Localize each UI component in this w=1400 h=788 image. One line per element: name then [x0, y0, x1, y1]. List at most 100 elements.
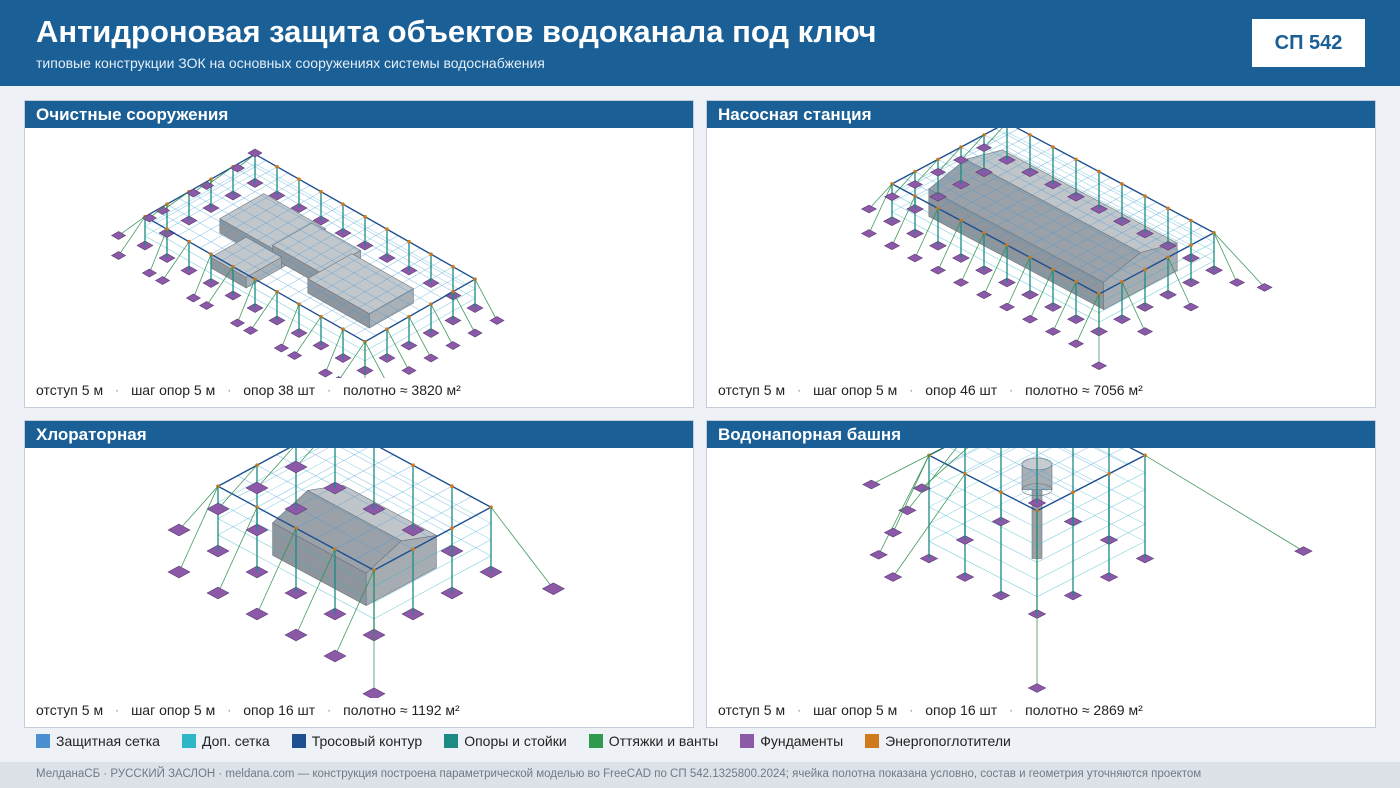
guy-wire [878, 455, 930, 555]
spec-offset: отступ 5 м [718, 382, 786, 398]
foundation-block [1090, 361, 1108, 371]
footer-text: МелданаСБ · РУССКИЙ ЗАСЛОН · meldana.com… [36, 768, 1202, 780]
cable-contour [1015, 128, 1215, 234]
panel-specs: отступ 5 м· шаг опор 5 м· опор 16 шт· по… [718, 702, 1143, 718]
filter-building-roof [307, 253, 415, 314]
net-line [928, 472, 1038, 529]
foundation-block [362, 687, 386, 698]
guy-wire [162, 191, 190, 211]
foundation-block [286, 351, 303, 360]
separator-icon: · [227, 703, 232, 717]
energy-absorber [341, 202, 345, 206]
foundation-block [154, 276, 171, 285]
legend-item: Доп. сетка [181, 733, 270, 749]
foundation-block [273, 343, 290, 353]
foundation-block [423, 353, 439, 363]
energy-absorber [1051, 145, 1055, 149]
foundation-block [929, 265, 947, 275]
energy-absorber [1071, 490, 1075, 495]
foundation-block [883, 192, 901, 202]
separator-icon: · [797, 383, 802, 397]
foundation-block [998, 302, 1016, 312]
energy-absorber [297, 177, 301, 181]
guy-wire [364, 341, 385, 378]
net-line [928, 468, 1038, 525]
net-line [928, 448, 1011, 490]
spec-step: шаг опор 5 м [131, 702, 216, 718]
foundation-block [883, 527, 903, 538]
net-line [1130, 448, 1146, 456]
energy-absorber [1189, 218, 1193, 223]
foundation-block [1228, 278, 1246, 287]
guy-wire [891, 195, 916, 246]
guy-wire [178, 486, 219, 573]
net-line [983, 134, 1192, 246]
energy-absorber [1189, 243, 1193, 247]
foundation-block [975, 290, 993, 300]
guy-wire [1213, 232, 1265, 288]
separator-icon: · [1009, 703, 1014, 717]
separator-icon: · [327, 703, 332, 717]
net-line [1036, 468, 1146, 525]
guy-wire [474, 279, 498, 321]
panel-title: Очистные сооружения [25, 101, 693, 128]
panel-title: Водонапорная башня [707, 421, 1375, 448]
spec-posts: опор 16 шт [925, 702, 998, 718]
net-line [199, 185, 421, 311]
energy-absorber [999, 490, 1003, 495]
spec-area: полотно ≈ 2869 м² [1025, 702, 1143, 718]
cable-contour [1129, 448, 1146, 456]
foundation-block [952, 155, 970, 165]
cable-contour [928, 448, 945, 456]
spec-offset: отступ 5 м [718, 702, 786, 718]
separator-icon: · [327, 383, 332, 397]
net-line [1036, 485, 1146, 542]
foundation-block [167, 565, 191, 579]
separator-icon: · [797, 703, 802, 717]
energy-absorber [1005, 243, 1009, 247]
net-line [1098, 251, 1215, 314]
separator-icon: · [909, 383, 914, 397]
guy-wire [914, 159, 939, 185]
energy-absorber [1143, 453, 1147, 458]
net-line [1036, 472, 1146, 529]
guy-wire [334, 570, 375, 657]
panel-title: Насосная станция [707, 101, 1375, 128]
foundation-block [541, 582, 565, 596]
foundation-block [883, 241, 901, 251]
net-line [928, 506, 1038, 563]
guy-wire [256, 448, 294, 489]
guy-wire [217, 507, 258, 594]
guy-wire [178, 485, 219, 531]
panel-specs: отступ 5 м· шаг опор 5 м· опор 16 шт· по… [36, 702, 460, 718]
legend-swatch [588, 734, 603, 748]
spec-step: шаг опор 5 м [813, 382, 898, 398]
guy-wire [871, 448, 944, 485]
tank-roof [210, 236, 283, 278]
energy-absorber [429, 252, 433, 256]
net-line [1058, 448, 1110, 475]
foundation-block [883, 572, 903, 582]
page-title: Антидроновая защита объектов водоканала … [36, 14, 877, 49]
energy-absorber [363, 214, 367, 219]
foundation-block [1044, 327, 1062, 336]
panel-water-tower: Водонапорная башня отступ 5 м· шаг опор … [706, 420, 1376, 728]
foundation-block [975, 143, 993, 153]
guy-wire [206, 166, 234, 186]
guy-wire [452, 291, 476, 334]
net-line [1098, 241, 1215, 304]
spec-area: полотно ≈ 7056 м² [1025, 382, 1143, 398]
energy-absorber [411, 463, 415, 467]
foundation-block [317, 368, 334, 378]
energy-absorber [411, 547, 415, 551]
cable-contour [364, 278, 476, 343]
guy-wire [891, 171, 916, 198]
net-line [937, 159, 1146, 270]
guy-wire [921, 448, 968, 489]
guy-wire [983, 244, 1008, 295]
net-line [928, 448, 944, 456]
guy-wire [162, 241, 190, 281]
net-line [928, 485, 1038, 542]
foundation-block [869, 550, 888, 560]
guy-wire [1075, 293, 1100, 344]
